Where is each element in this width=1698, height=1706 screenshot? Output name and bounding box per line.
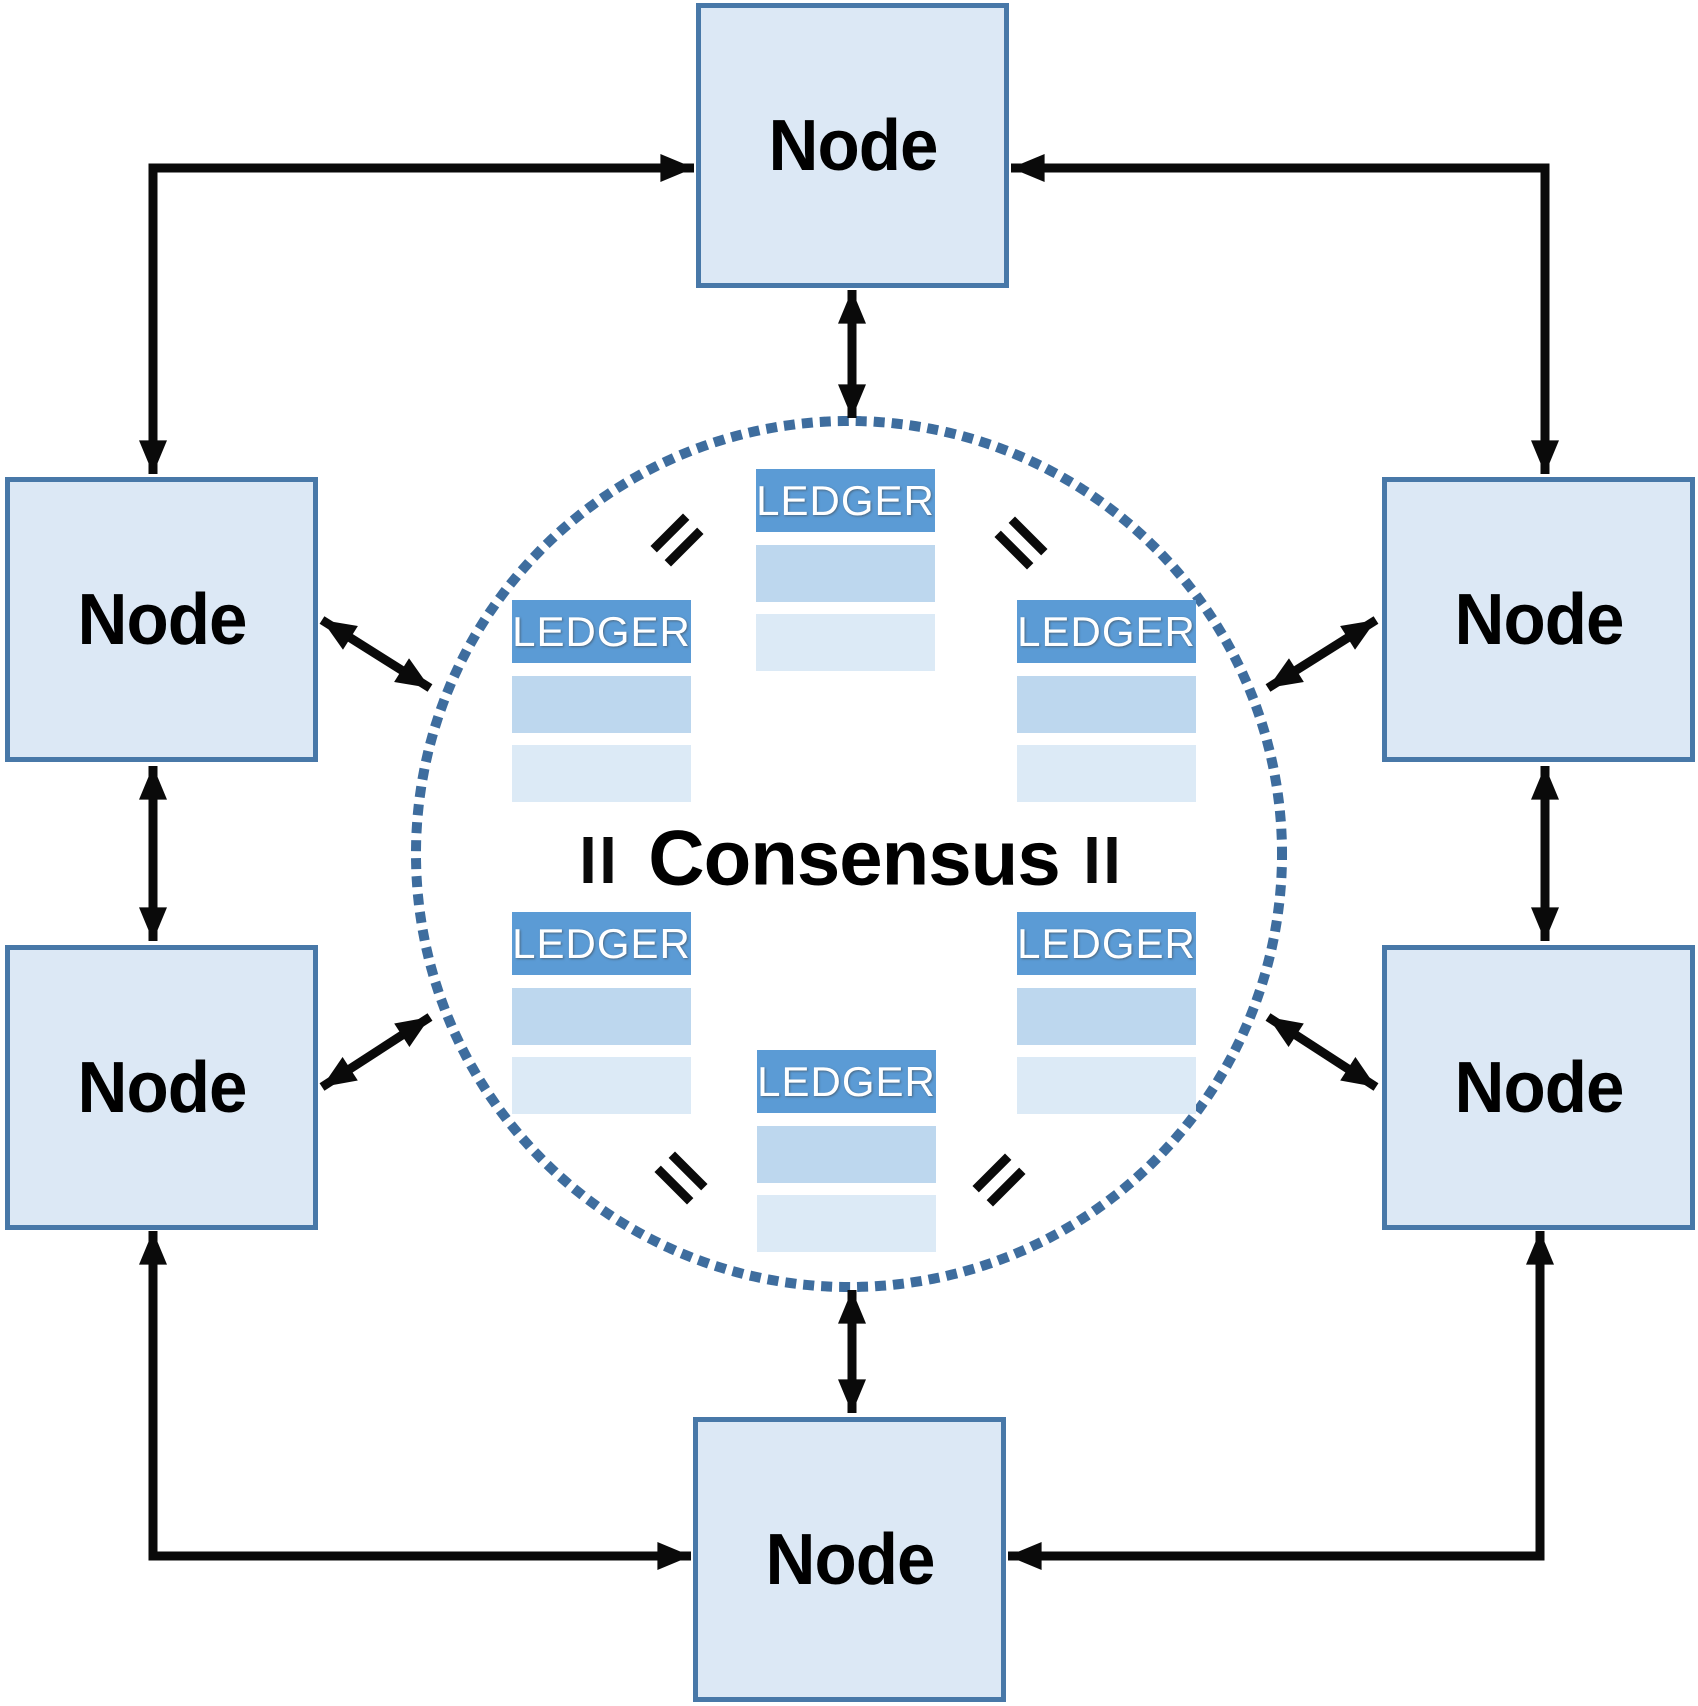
node-box-lower-left: Node: [5, 945, 318, 1230]
consensus-label: Consensus: [648, 813, 1060, 902]
ledger-row: [756, 545, 935, 602]
node-box-bottom: Node: [693, 1417, 1006, 1702]
ledger-row: [1017, 988, 1196, 1045]
ledger-header: LEDGER: [757, 1050, 936, 1113]
connector-top-right: [1010, 154, 1559, 474]
equals-icon-middle-left: [583, 837, 613, 883]
ledger-header: LEDGER: [512, 600, 691, 663]
ledger-row: [757, 1126, 936, 1183]
node-label: Node: [1454, 579, 1624, 660]
node-box-upper-right: Node: [1382, 477, 1695, 762]
ledger-table-bottom-center: LEDGER: [757, 1050, 936, 1264]
node-label: Node: [765, 1519, 935, 1600]
ledger-table-middle-left: LEDGER: [512, 600, 691, 814]
ledger-row: [1017, 745, 1196, 802]
node-label: Node: [1454, 1047, 1624, 1128]
double-arrow-lower-left-ring: [319, 1013, 433, 1091]
equals-icon-middle-right: [1087, 837, 1117, 883]
node-box-lower-right: Node: [1382, 945, 1695, 1230]
double-arrow-upper-left-ring: [319, 616, 433, 692]
ledger-row: [1017, 1057, 1196, 1114]
ledger-header: LEDGER: [1017, 600, 1196, 663]
double-arrow-upper-right-ring: [1265, 616, 1379, 692]
node-box-upper-left: Node: [5, 477, 318, 762]
double-arrow-lower-right-ring: [1265, 1013, 1379, 1091]
node-label: Node: [77, 579, 247, 660]
ledger-table-bottom-left: LEDGER: [512, 912, 691, 1126]
connector-bottom-left: [139, 1231, 692, 1570]
node-label: Node: [77, 1047, 247, 1128]
node-box-top: Node: [696, 3, 1009, 288]
ledger-header: LEDGER: [756, 469, 935, 532]
ledger-row: [512, 745, 691, 802]
connector-bottom-right: [1007, 1231, 1554, 1570]
ledger-row: [512, 988, 691, 1045]
ledger-table-bottom-right: LEDGER: [1017, 912, 1196, 1126]
consensus-ring: [411, 416, 1287, 1292]
connector-top-left: [139, 154, 695, 474]
ledger-table-top-center: LEDGER: [756, 469, 935, 683]
ledger-row: [757, 1195, 936, 1252]
ledger-header: LEDGER: [1017, 912, 1196, 975]
ledger-row: [756, 614, 935, 671]
ledger-row: [512, 676, 691, 733]
ledger-header: LEDGER: [512, 912, 691, 975]
ledger-row: [512, 1057, 691, 1114]
ledger-table-middle-right: LEDGER: [1017, 600, 1196, 814]
node-label: Node: [768, 105, 938, 186]
ledger-row: [1017, 676, 1196, 733]
